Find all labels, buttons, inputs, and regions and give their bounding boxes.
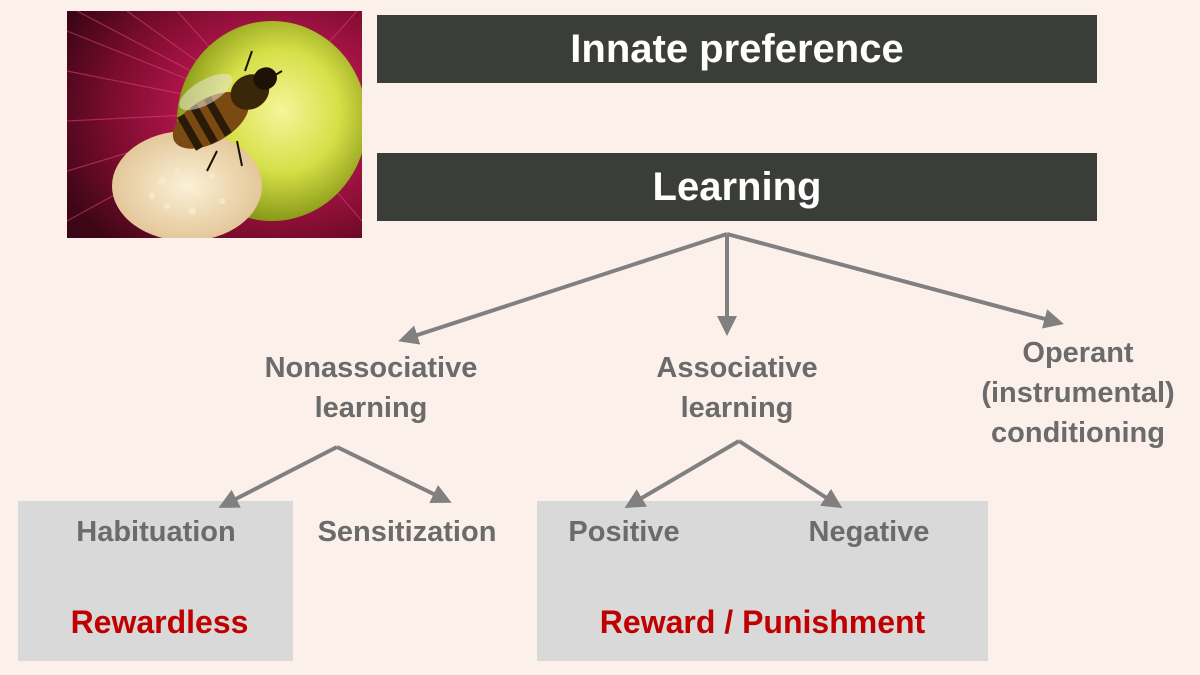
arrow-to-sensitization [336,445,452,503]
arrow-to-habituation [218,445,338,508]
nonassociative-box [18,501,293,661]
operant-line-1: Operant [1022,337,1134,369]
negative-label: Negative [808,516,930,548]
nonassociative-learning-label: Nonassociative learning [243,348,499,428]
arrow-to-nonassociative [398,232,728,345]
sensitization-label: Sensitization [317,516,497,548]
associative-line-2: learning [680,392,794,424]
nonassociative-line-2: learning [314,392,428,424]
associative-line-1: Associative [656,352,818,384]
associative-learning-label: Associative learning [627,348,847,428]
arrow-to-negative [737,439,843,509]
rewardless-label: Rewardless [70,604,249,640]
reward-punishment-label: Reward / Punishment [599,604,926,640]
nonassociative-line-1: Nonassociative [264,352,478,384]
learning-bar: Learning [377,153,1097,221]
bee-flower-image [67,11,362,238]
innate-preference-bar: Innate preference [377,15,1097,83]
operant-conditioning-label: Operant (instrumental) conditioning [958,333,1198,453]
arrow-to-operant [726,232,1064,329]
habituation-label: Habituation [76,516,236,548]
operant-line-2: (instrumental) [981,377,1175,409]
operant-line-3: conditioning [991,417,1165,449]
associative-box [537,501,988,661]
positive-label: Positive [568,516,680,548]
bee-flower-photo [67,11,362,238]
arrow-to-positive [624,439,741,509]
